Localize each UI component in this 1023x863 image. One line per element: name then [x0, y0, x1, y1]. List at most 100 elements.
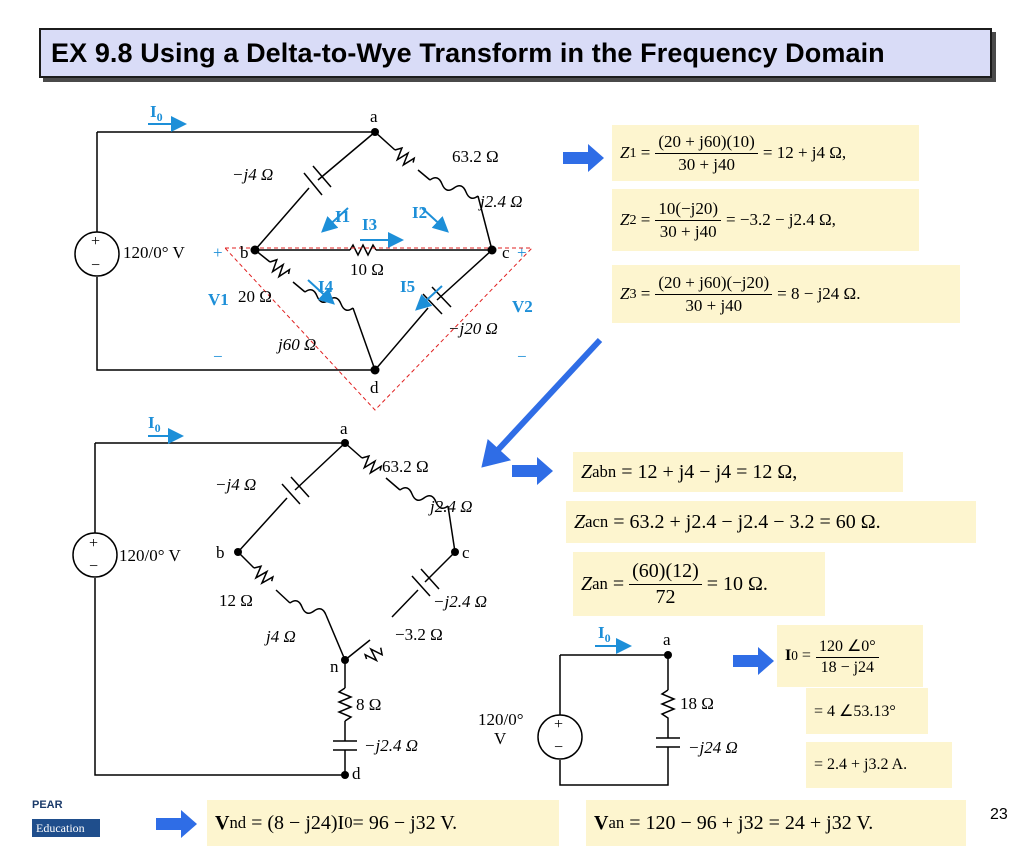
c1-c-label: c: [502, 243, 510, 262]
c2-c-label: c: [462, 543, 470, 562]
c2-r8-label: 8 Ω: [356, 695, 381, 714]
c1-b-label: b: [240, 243, 249, 262]
slide-title-box: EX 9.8 Using a Delta-to-Wye Transform in…: [39, 28, 992, 78]
c2-l24-label: j2.4 Ω: [428, 497, 473, 516]
eq-i0-rect: = 2.4 + j3.2 A.: [806, 742, 952, 788]
c2-node-c: [451, 548, 459, 556]
c3-voltage-source: [537, 714, 583, 760]
arrow-zabn: [512, 457, 553, 485]
circuit-2: [72, 442, 456, 776]
c1-branch-cd: [374, 249, 493, 371]
svg-text:+: +: [554, 716, 563, 733]
c1-v1-label: V1: [208, 290, 229, 309]
arrow-vnd: [156, 810, 197, 838]
c1-i0-label: I0: [150, 102, 163, 124]
c2-node-b: [234, 548, 242, 556]
c1-resistor-10: [349, 243, 377, 257]
c2-cap24-label: −j2.4 Ω: [433, 592, 487, 611]
c1-resistor-20: [269, 258, 291, 279]
c2-r12-label: 12 Ω: [219, 591, 253, 610]
c2-node-a: [341, 439, 349, 447]
c1-r63-label: 63.2 Ω: [452, 147, 499, 166]
c1-a-label: a: [370, 107, 378, 126]
c2-source-label: 120/0° V: [119, 546, 181, 565]
c1-inductor-24: [429, 177, 479, 199]
arrow-z1: [563, 144, 604, 172]
c1-source-plus: +: [91, 233, 100, 250]
c3-loop: [559, 654, 676, 786]
svg-text:+: +: [89, 535, 98, 552]
c2-capacitor-24: [411, 568, 440, 597]
c1-i5-label: I5: [400, 277, 415, 296]
c1-voltage-source: [74, 231, 120, 277]
c1-node-c: [487, 245, 497, 255]
c3-capacitor: [656, 737, 680, 748]
c2-capb-label: −j2.4 Ω: [364, 736, 418, 755]
c2-d-label: d: [352, 764, 361, 783]
c1-v2-label: V2: [512, 297, 533, 316]
c1-r20-label: 20 Ω: [238, 287, 272, 306]
c3-cap-label: −j24 Ω: [688, 738, 738, 757]
c2-cap4-label: −j4 Ω: [215, 475, 256, 494]
svg-text:−: −: [554, 739, 563, 756]
slide-title: EX 9.8 Using a Delta-to-Wye Transform in…: [51, 37, 885, 68]
transform-arrow: [481, 337, 603, 468]
c2-inductor-24: [399, 487, 449, 509]
c1-r10-label: 10 Ω: [350, 260, 384, 279]
c3-a-label: a: [663, 630, 671, 649]
c1-i2-label: I2: [412, 203, 427, 222]
c1-i4-label: I4: [318, 277, 334, 296]
c2-node-d: [341, 771, 349, 779]
c1-source-minus: −: [91, 257, 100, 274]
c1-source-label: 120/0° V: [123, 243, 185, 262]
c2-rm32-label: −3.2 Ω: [395, 625, 443, 644]
pointer-arrows: [156, 144, 774, 838]
c1-v2-minus: −: [517, 347, 527, 366]
c2-node-n: [341, 656, 349, 664]
c3-r18-label: 18 Ω: [680, 694, 714, 713]
c2-capacitor-4: [281, 476, 310, 505]
c2-resistor-8: [337, 660, 353, 775]
c3-source-bot: V: [494, 729, 507, 748]
c1-i1-label: I1: [335, 207, 350, 226]
c1-v2-plus: +: [517, 243, 527, 262]
svg-text:−: −: [89, 558, 98, 575]
c2-i0-label: I0: [148, 413, 161, 435]
c1-current-arrows: [148, 116, 449, 311]
publisher-logo: PEAR Education: [32, 799, 100, 839]
c1-cap4-label: −j4 Ω: [232, 165, 273, 184]
circuit-1: [74, 131, 534, 411]
c2-n-label: n: [330, 657, 339, 676]
c2-capacitor-b: [333, 740, 357, 751]
c2-resistor-12: [253, 565, 275, 585]
c2-resistor-63: [361, 454, 383, 475]
c1-branch-ab: [254, 131, 376, 251]
c3-i0-label: I0: [598, 623, 611, 645]
eq-vnd-rest: = 96 − j32 V.: [352, 811, 458, 834]
c1-node-a: [371, 128, 379, 136]
c1-node-b: [250, 245, 260, 255]
c1-l60-label: j60 Ω: [276, 335, 316, 354]
c1-l24-label: j2.4 Ω: [478, 192, 523, 211]
c2-voltage-source: [72, 532, 118, 578]
c1-v1-plus: +: [213, 243, 223, 262]
c2-inductor-4: [289, 600, 327, 616]
c1-v1-minus: −: [213, 347, 223, 366]
arrow-i0: [733, 647, 774, 675]
c2-l4-label: j4 Ω: [264, 627, 296, 646]
c1-cap20-label: −j20 Ω: [448, 319, 498, 338]
c1-capacitor-4: [303, 165, 332, 196]
c3-source-top: 120/0°: [478, 710, 524, 729]
page-number: 23: [990, 806, 1008, 823]
c3-node-a: [664, 651, 672, 659]
